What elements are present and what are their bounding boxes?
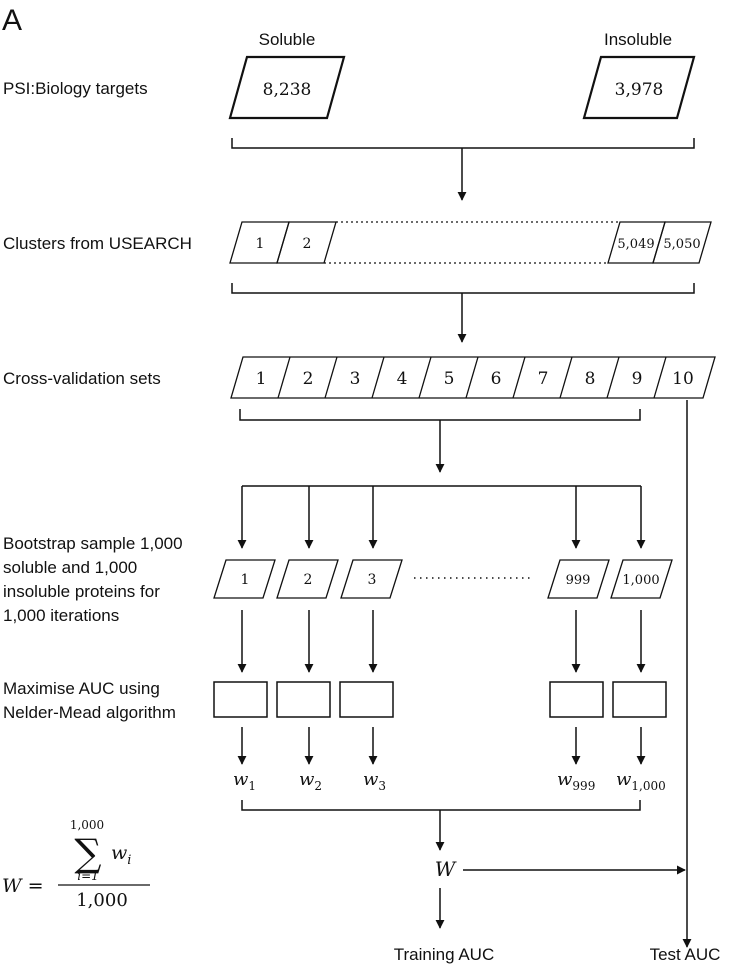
sample-3-label: 3	[368, 572, 377, 588]
targets-insoluble-box: 3,978	[582, 55, 696, 120]
panel-label: A	[2, 4, 22, 37]
optimiser-box-999	[549, 681, 604, 718]
soluble-header: Soluble	[259, 30, 316, 49]
row-label-maximise: Maximise AUC using Nelder-Mead algorithm	[3, 679, 176, 722]
cluster-1: 1	[256, 236, 265, 252]
cv-set-3: 3	[350, 369, 361, 389]
cv-set-10: 10	[672, 369, 694, 389]
W-node: W	[435, 857, 457, 881]
bootstrap-sample-1: 1	[213, 559, 276, 599]
formula-sum-lower: i=1	[77, 869, 99, 883]
cv-set-2: 2	[303, 369, 314, 389]
formula-denominator: 1,000	[76, 890, 128, 911]
insoluble-header: Insoluble	[604, 30, 672, 49]
bootstrap-sample-2: 2	[276, 559, 339, 599]
sample-999-label: 999	[566, 573, 591, 588]
cluster-5049: 5,049	[617, 237, 654, 252]
bracket-weights	[241, 800, 641, 811]
sample-1000-label: 1,000	[622, 573, 659, 588]
bootstrap-line-4: 1,000 iterations	[3, 606, 119, 625]
cv-set-6: 6	[491, 369, 502, 389]
bootstrap-sample-1000: 1,000	[610, 559, 673, 599]
bootstrap-line-2: soluble and 1,000	[3, 558, 137, 577]
formula-sum-upper: 1,000	[70, 818, 104, 832]
sample-1-label: 1	[241, 572, 250, 588]
cv-strip: 1 2 3 4 5 6 7 8 9 10	[230, 356, 716, 399]
weight-w3: w3	[363, 769, 386, 793]
targets-soluble-box: 8,238	[228, 55, 346, 120]
weight-w1000: w1,000	[616, 769, 666, 793]
cv-set-9: 9	[632, 369, 643, 389]
bootstrap-line-3: insoluble proteins for	[3, 582, 160, 601]
row-label-bootstrap: Bootstrap sample 1,000 soluble and 1,000…	[3, 534, 187, 625]
bootstrap-sample-999: 999	[547, 559, 610, 599]
sample-2-label: 2	[304, 572, 313, 588]
cluster-2: 2	[303, 236, 312, 252]
weight-average-formula: W = 1,000 ∑ wi i=1 1,000	[2, 818, 150, 911]
formula-sum-symbol: ∑	[74, 831, 101, 875]
row-label-clusters: Clusters from USEARCH	[3, 234, 192, 253]
formula-lhs: W =	[2, 875, 44, 897]
cv-set-7: 7	[538, 369, 549, 389]
bracket-clusters	[231, 283, 695, 294]
training-auc-label: Training AUC	[394, 945, 494, 964]
maximise-line-2: Nelder-Mead algorithm	[3, 703, 176, 722]
formula-term: wi	[111, 842, 131, 868]
row-label-targets: PSI:Biology targets	[3, 79, 148, 98]
bootstrap-sample-3: 3	[340, 559, 403, 599]
targets-soluble-value: 8,238	[263, 80, 312, 100]
weight-w999: w999	[557, 769, 595, 793]
cv-set-4: 4	[397, 369, 408, 389]
weight-w2: w2	[299, 769, 322, 793]
cluster-5050: 5,050	[663, 237, 700, 252]
bracket-targets	[231, 138, 695, 149]
maximise-line-1: Maximise AUC using	[3, 679, 160, 698]
optimiser-box-3	[339, 681, 394, 718]
optimiser-box-2	[276, 681, 331, 718]
targets-insoluble-value: 3,978	[615, 80, 664, 100]
bootstrap-line-1: Bootstrap sample 1,000	[3, 534, 183, 553]
cv-set-8: 8	[585, 369, 596, 389]
cv-set-1: 1	[256, 369, 267, 389]
optimiser-box-1000	[612, 681, 667, 718]
test-auc-label: Test AUC	[650, 945, 721, 964]
row-label-cv: Cross-validation sets	[3, 369, 161, 388]
cluster-strip: 1 2 5,049 5,050	[229, 221, 712, 264]
cv-set-5: 5	[444, 369, 455, 389]
weight-w1: w1	[233, 769, 256, 793]
bracket-cv-train	[239, 409, 641, 421]
optimiser-box-1	[213, 681, 268, 718]
